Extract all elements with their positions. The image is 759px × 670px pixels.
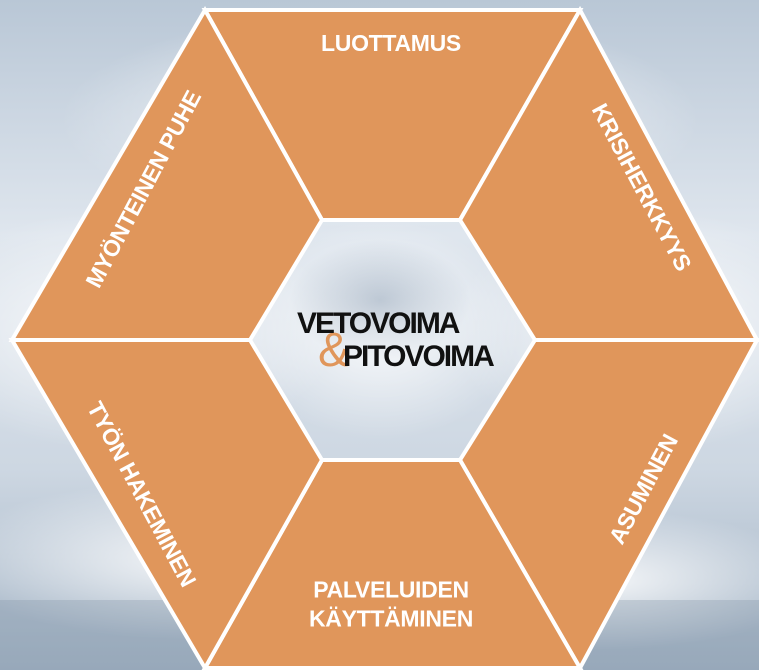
- segment-label-palveluiden: PALVELUIDEN KÄYTTÄMINEN: [309, 577, 473, 632]
- logo-ampersand: &: [318, 324, 350, 377]
- segment-label-luottamus: LUOTTAMUS: [321, 30, 461, 56]
- segment-myonteinen-puhe: [8, 5, 325, 342]
- center-logo: & VETOVOIMA PITOVOIMA: [297, 307, 496, 377]
- logo-line-2: PITOVOIMA: [343, 340, 494, 373]
- segment-label-line: PALVELUIDEN: [313, 577, 469, 603]
- logo-line-1: VETOVOIMA: [297, 307, 460, 340]
- segment-label-line: LUOTTAMUS: [321, 30, 461, 56]
- segment-label-line: KÄYTTÄMINEN: [309, 606, 473, 632]
- hexagon-segments: [8, 5, 759, 670]
